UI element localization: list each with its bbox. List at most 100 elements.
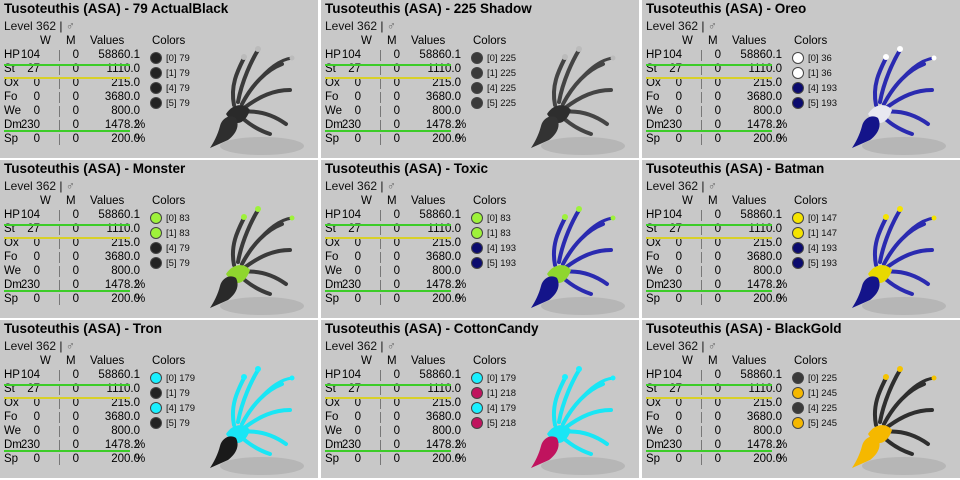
column-separator (701, 454, 702, 465)
column-separator (701, 370, 702, 381)
stat-value: 800.0 (432, 265, 461, 277)
stat-name: Fo (325, 411, 339, 423)
stat-percent: % (456, 133, 467, 145)
stat-name: St (4, 223, 15, 235)
dm-underline (4, 450, 130, 452)
header-m: M (66, 35, 76, 47)
stat-name: Sp (325, 133, 340, 145)
stat-name: Sp (325, 453, 340, 465)
creature-level: Level 362 | ♂ (646, 19, 717, 33)
color-region-label: [5] 218 (487, 418, 517, 429)
st-underline (646, 237, 772, 239)
column-separator (380, 210, 381, 221)
stat-wild: 230 (341, 119, 361, 131)
header-values: Values (732, 195, 767, 207)
color-swatch (150, 212, 162, 224)
stat-value: 1478.2 (425, 279, 461, 291)
color-swatch (792, 417, 804, 429)
stat-value: 1478.2 (746, 439, 782, 451)
stat-wild: 0 (675, 453, 682, 465)
stat-name: Dm (646, 279, 664, 291)
stat-wild: 0 (675, 411, 682, 423)
column-separator (701, 50, 702, 61)
stat-value: 1110.0 (427, 223, 461, 235)
stat-wild: 27 (669, 223, 682, 235)
stat-mutation: 0 (72, 63, 79, 75)
stat-name: Ox (4, 397, 19, 409)
stat-wild: 104 (662, 369, 682, 381)
header-colors: Colors (794, 355, 828, 367)
column-separator (380, 370, 381, 381)
stat-name: HP (325, 49, 341, 61)
creature-level: Level 362 | ♂ (325, 339, 396, 353)
stat-value: 200.0 (753, 293, 782, 305)
header-w: W (40, 35, 51, 47)
color-region-label: [1] 36 (808, 68, 832, 79)
color-region-label: [0] 83 (166, 213, 190, 224)
stat-value: 215.0 (753, 237, 782, 249)
tentacle-tip (897, 46, 903, 52)
stat-name: Ox (325, 397, 340, 409)
level-text: Level 362 | (4, 339, 63, 353)
tentacle-tip (931, 215, 937, 221)
stat-percent: % (456, 279, 467, 291)
column-separator (380, 92, 381, 103)
tentacle-tip (576, 206, 582, 212)
tentacle-tip (610, 55, 616, 61)
creature-card: Tusoteuthis (ASA) - Toxic Level 362 | ♂ … (321, 160, 639, 318)
stat-wild: 0 (354, 105, 361, 117)
stat-mutation: 0 (393, 265, 400, 277)
column-separator (59, 224, 60, 235)
stat-name: HP (4, 209, 20, 221)
st-underline (325, 77, 451, 79)
stat-value: 58860.1 (740, 369, 782, 381)
stat-name: We (646, 105, 664, 117)
stat-name: Sp (4, 453, 19, 465)
male-icon: ♂ (386, 19, 396, 33)
column-separator (380, 78, 381, 89)
color-region-label: [4] 193 (487, 243, 517, 254)
stat-name: Ox (4, 237, 19, 249)
stat-value: 215.0 (432, 237, 461, 249)
stat-value: 3680.0 (104, 251, 140, 263)
st-underline (325, 237, 451, 239)
stat-mutation: 0 (393, 77, 400, 89)
stat-value: 1110.0 (748, 383, 782, 395)
creature-level: Level 362 | ♂ (325, 179, 396, 193)
stat-mutation: 0 (714, 453, 721, 465)
stat-wild: 27 (348, 383, 361, 395)
stat-wild: 104 (20, 209, 40, 221)
male-icon: ♂ (707, 179, 717, 193)
column-separator (380, 224, 381, 235)
stat-mutation: 0 (393, 383, 400, 395)
color-swatch (150, 372, 162, 384)
stat-name: Sp (4, 133, 19, 145)
color-swatch (471, 52, 483, 64)
stat-wild: 0 (675, 237, 682, 249)
creature-level: Level 362 | ♂ (4, 339, 75, 353)
stat-wild: 0 (354, 293, 361, 305)
tentacle-tip (241, 214, 247, 220)
color-swatch (150, 257, 162, 269)
color-swatch (471, 67, 483, 79)
stat-mutation: 0 (714, 77, 721, 89)
stat-name: St (325, 383, 336, 395)
hp-underline (4, 384, 130, 386)
creature-level: Level 362 | ♂ (4, 19, 75, 33)
stat-mutation: 0 (714, 209, 721, 221)
